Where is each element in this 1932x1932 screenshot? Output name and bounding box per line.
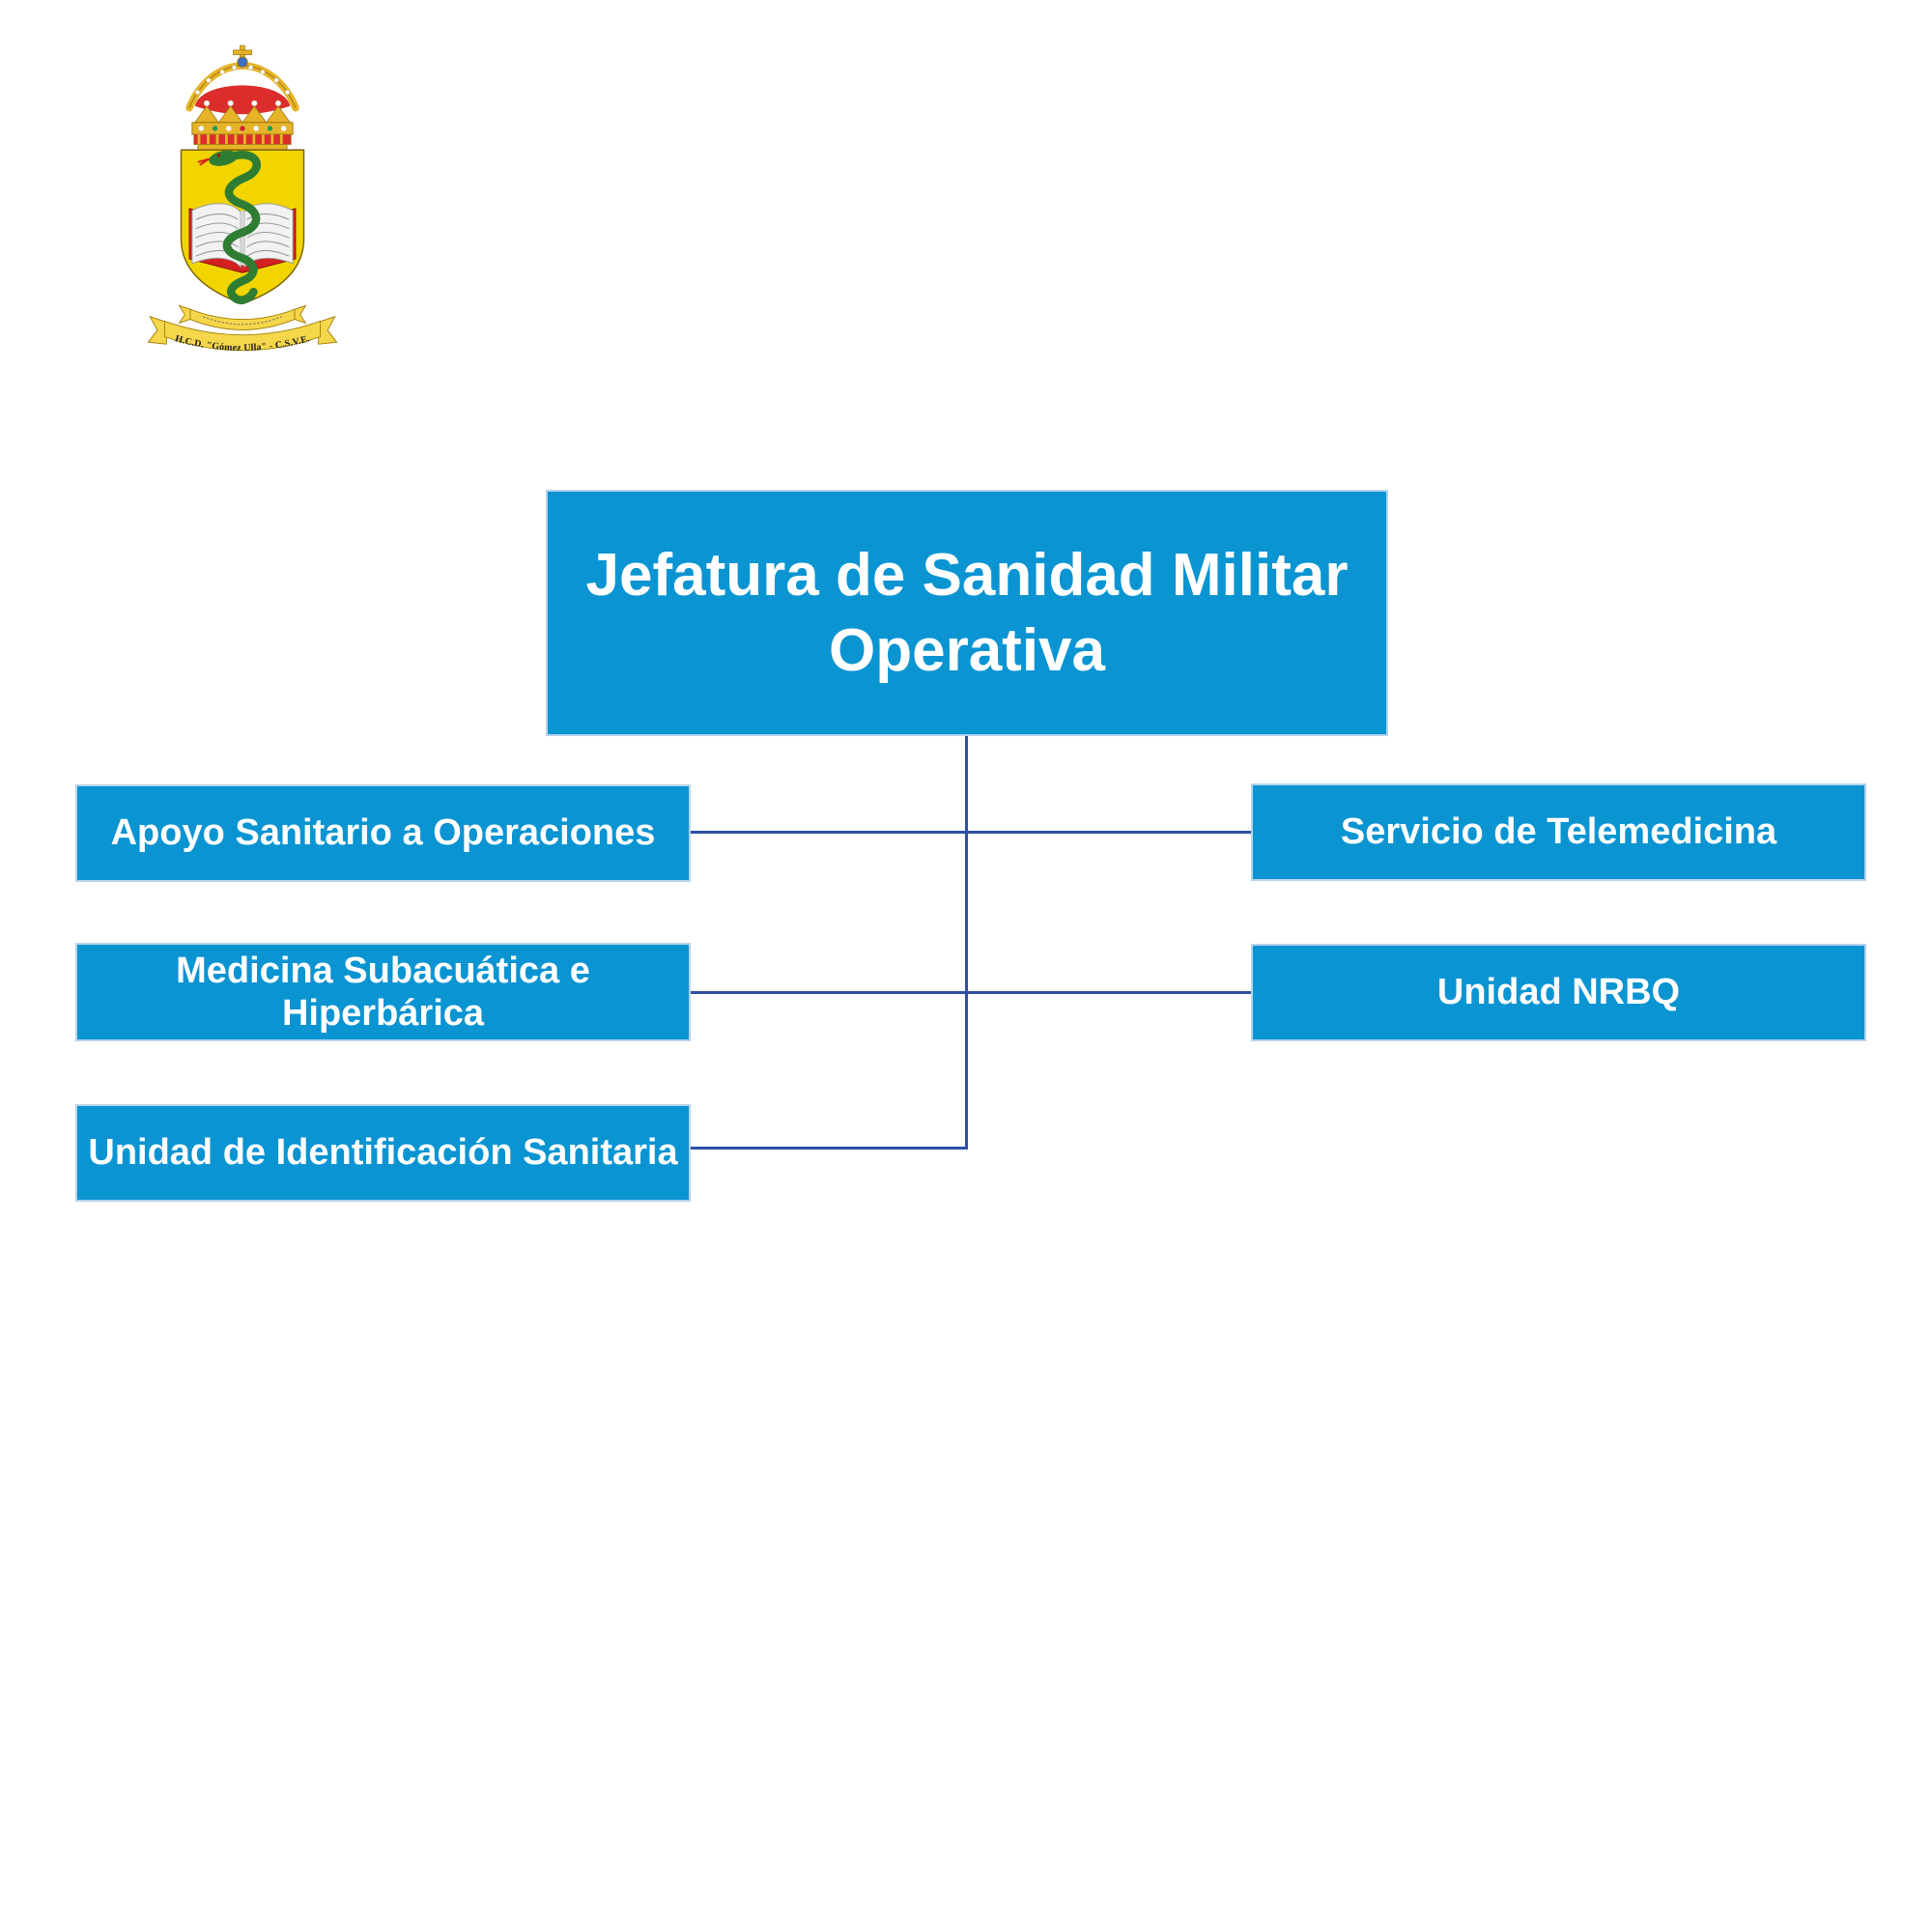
connector-row1 bbox=[691, 831, 1251, 834]
connector-row3 bbox=[690, 1147, 968, 1150]
motto-ribbon: H.C.D. "Gómez Ulla" - C.S.V.E. bbox=[147, 315, 338, 354]
org-node-label: Medicina Subacuática e Hiperbárica bbox=[176, 950, 590, 1034]
org-node-apoyo-sanitario: Apoyo Sanitario a Operaciones bbox=[75, 784, 691, 882]
connector-vertical bbox=[965, 736, 968, 1150]
connector-row2 bbox=[691, 991, 1251, 994]
org-node-medicina-subacuatica: Medicina Subacuática e Hiperbárica bbox=[75, 943, 691, 1041]
open-book-icon bbox=[188, 203, 297, 273]
org-node-label: Servicio de Telemedicina bbox=[1340, 811, 1777, 853]
org-node-root-label: Jefatura de Sanidad Militar Operativa bbox=[585, 542, 1349, 684]
hospital-emblem: H.C.D. "Gómez Ulla" - C.S.V.E. bbox=[147, 44, 338, 354]
crown-icon bbox=[185, 44, 299, 151]
org-node-label: Unidad de Identificación Sanitaria bbox=[88, 1132, 678, 1174]
org-node-telemedicina: Servicio de Telemedicina bbox=[1251, 783, 1866, 881]
org-node-root: Jefatura de Sanidad Militar Operativa bbox=[546, 490, 1388, 736]
org-node-unidad-nrbq: Unidad NRBQ bbox=[1251, 944, 1866, 1041]
org-node-label: Apoyo Sanitario a Operaciones bbox=[110, 812, 656, 854]
org-node-label: Unidad NRBQ bbox=[1436, 972, 1681, 1013]
org-node-identificacion-sanitaria: Unidad de Identificación Sanitaria bbox=[75, 1104, 691, 1202]
motto-ribbon-upper bbox=[178, 304, 307, 330]
serpent-icon bbox=[197, 150, 261, 304]
